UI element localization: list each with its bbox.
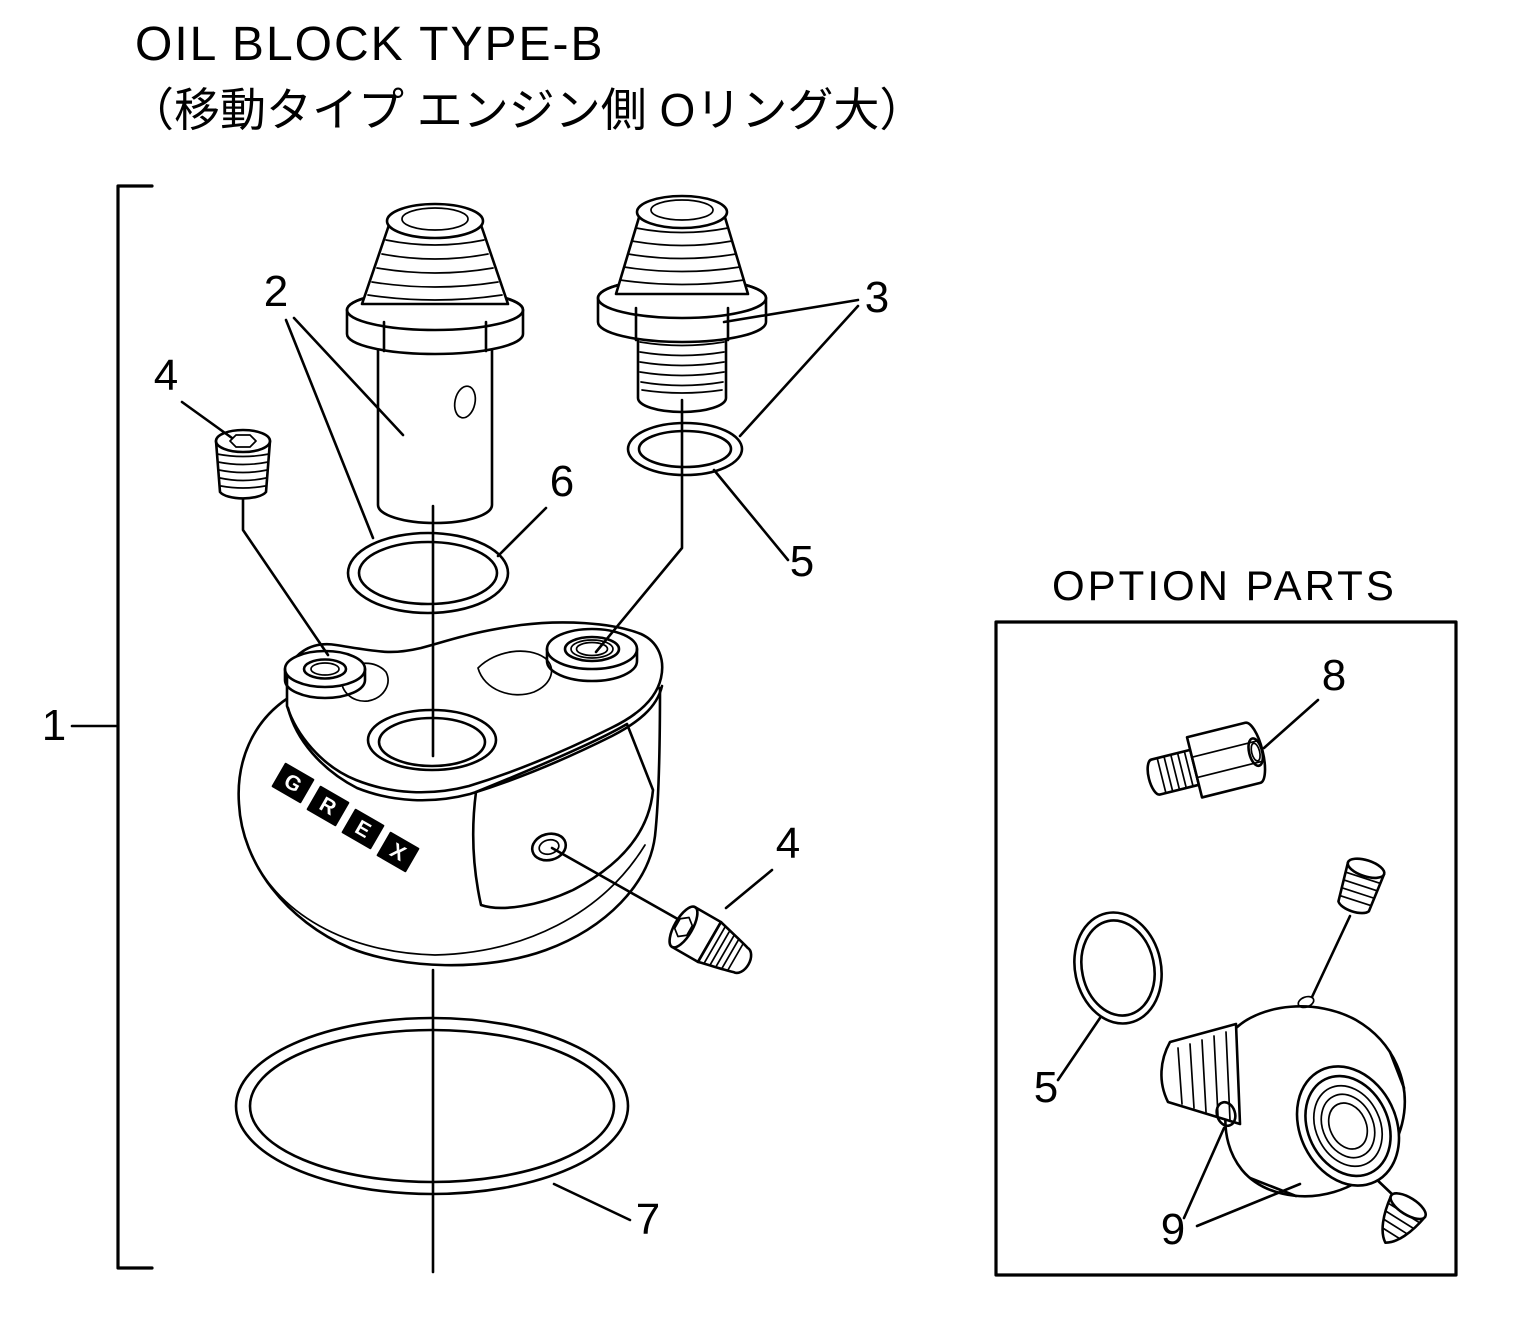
callouts: 1 2 3 4 4 5 5 6 7 8 9 (42, 267, 1346, 1254)
callout-7: 7 (636, 1195, 660, 1244)
logo-letter-x: X (376, 831, 420, 873)
callout-8: 8 (1322, 651, 1346, 700)
plug-option-top (1337, 857, 1386, 915)
logo-letter-e: E (341, 808, 385, 850)
fitting-small (596, 194, 768, 414)
callout-5-option: 5 (1034, 1063, 1058, 1112)
callout-3: 3 (865, 273, 889, 322)
callout-4-right: 4 (776, 819, 800, 868)
o-ring-small (626, 421, 744, 477)
callout-4-left: 4 (154, 351, 178, 400)
oil-block-body (237, 621, 664, 967)
logo-letter-g: G (271, 762, 315, 804)
callout-5-main: 5 (790, 537, 814, 586)
page-title: OIL BLOCK TYPE-B (135, 18, 604, 71)
bolt-plug-right (668, 905, 753, 975)
callout-6: 6 (550, 457, 574, 506)
logo-letter-r: R (306, 785, 350, 827)
option-parts-title: OPTION PARTS (1052, 562, 1397, 609)
o-ring-option (1073, 911, 1163, 1025)
plug-left (214, 428, 272, 500)
fitting-large (345, 202, 525, 525)
page-subtitle: （移動タイプ エンジン側 Oリング大） (128, 84, 925, 136)
adapter-fitting (1146, 721, 1267, 799)
callout-9: 9 (1161, 1205, 1185, 1254)
grex-logo: G R E X (271, 762, 420, 873)
plug-option-bottom (1381, 1192, 1427, 1244)
leader-lines (180, 298, 1320, 1228)
bracket-part-1 (70, 184, 154, 1270)
callout-2: 2 (264, 267, 288, 316)
callout-1: 1 (42, 701, 66, 750)
o-ring-medium (346, 531, 510, 615)
assembly-lines (241, 398, 685, 924)
option-parts-box: OPTION PARTS (994, 562, 1458, 1277)
relief-valve-body (1160, 995, 1407, 1198)
